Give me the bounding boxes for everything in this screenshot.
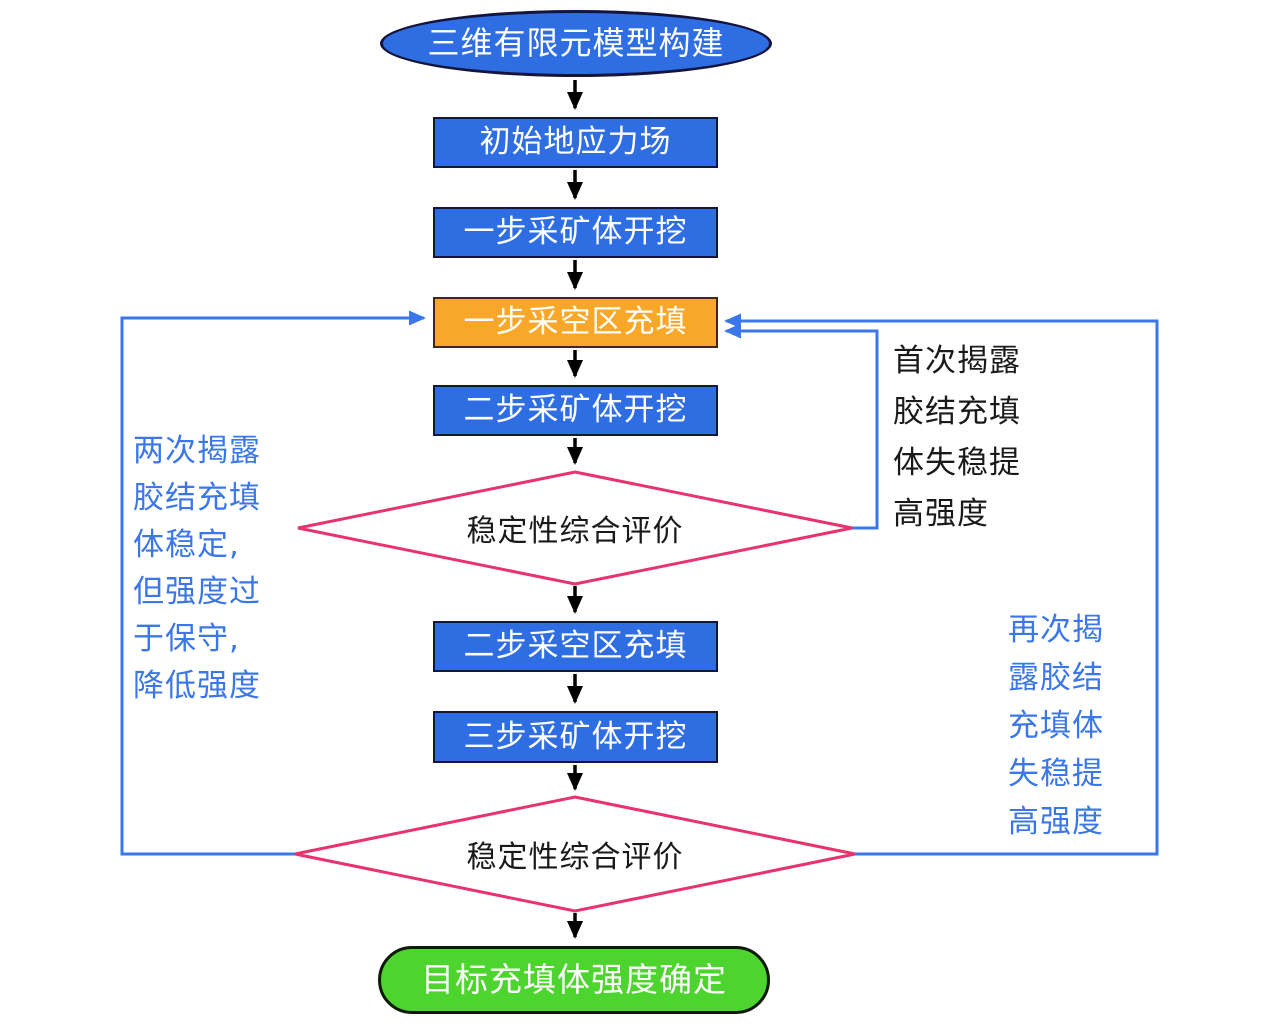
node-step1-filling-label: 一步采空区充填 (463, 304, 688, 341)
node-start-label: 三维有限元模型构建 (427, 23, 725, 62)
inner-right-loop-line (724, 323, 879, 530)
decision-diamond-1 (297, 470, 853, 586)
left-loop-line (120, 310, 426, 856)
node-start: 三维有限元模型构建 (380, 10, 772, 77)
node-step1-excavation: 一步采矿体开挖 (433, 207, 718, 258)
node-step2-excavation-label: 二步采矿体开挖 (463, 392, 688, 429)
node-step2-excavation: 二步采矿体开挖 (433, 385, 718, 436)
node-step3-excavation: 三步采矿体开挖 (433, 711, 718, 763)
decision-diamond-2 (294, 795, 856, 913)
annotation-left-loop: 两次揭露 胶结充填 体稳定, 但强度过 于保守, 降低强度 (133, 433, 261, 704)
node-initial-stress: 初始地应力场 (433, 117, 718, 168)
annotation-inner-right-loop: 首次揭露 胶结充填 体失稳提 高强度 (893, 343, 1021, 532)
outer-right-loop-line (724, 313, 1159, 856)
decision-1-label-box: 稳定性综合评价 (415, 503, 735, 553)
node-step1-excavation-label: 一步采矿体开挖 (463, 214, 688, 251)
decision-2-label: 稳定性综合评价 (466, 840, 684, 875)
node-end: 目标充填体强度确定 (378, 946, 770, 1014)
node-initial-stress-label: 初始地应力场 (479, 124, 672, 161)
annotation-outer-right-loop: 再次揭 露胶结 充填体 失稳提 高强度 (1008, 612, 1104, 840)
node-end-label: 目标充填体强度确定 (421, 959, 727, 999)
node-step2-filling-label: 二步采空区充填 (463, 628, 688, 665)
node-step1-filling: 一步采空区充填 (433, 297, 718, 348)
decision-1-label: 稳定性综合评价 (466, 514, 684, 549)
feedback-loops (120, 310, 1159, 856)
node-step3-excavation-label: 三步采矿体开挖 (463, 718, 688, 755)
decision-2-label-box: 稳定性综合评价 (415, 829, 735, 879)
node-step2-filling: 二步采空区充填 (433, 621, 718, 672)
